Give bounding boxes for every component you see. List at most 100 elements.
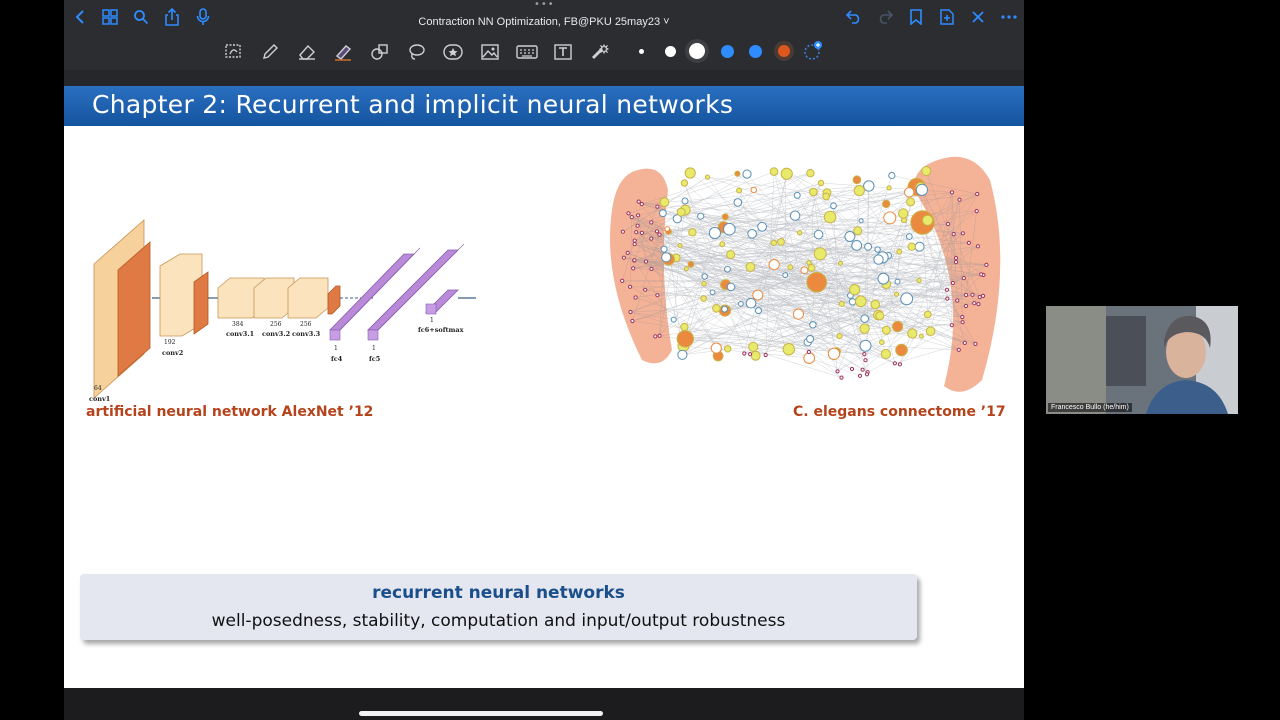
connectome-node — [852, 175, 862, 185]
connectome-edge — [750, 282, 953, 355]
connectome-edge — [755, 314, 879, 356]
connectome-edge — [645, 216, 701, 262]
connectome-node — [864, 372, 870, 377]
connectome-edge — [727, 269, 953, 284]
connectome-node — [724, 265, 731, 273]
connectome-node — [858, 218, 864, 224]
connectome-edge — [636, 231, 658, 233]
conv3-1-label: conv3.1 — [226, 330, 254, 338]
connectome-node — [628, 284, 633, 289]
connectome-edge — [664, 232, 693, 250]
connectome-node — [809, 187, 818, 197]
connectome-edge — [765, 182, 822, 356]
multitask-grip[interactable]: ••• — [534, 0, 555, 10]
lasso-icon[interactable] — [405, 40, 429, 64]
connectome-node — [870, 299, 881, 310]
connectome-node — [916, 277, 922, 284]
stroke-size-medium[interactable] — [665, 46, 676, 57]
connectome-node — [897, 362, 902, 367]
connectome-node — [853, 185, 865, 197]
sticker-icon[interactable] — [441, 40, 465, 64]
connectome-edge — [864, 185, 869, 319]
close-icon[interactable] — [968, 7, 988, 27]
connectome-edge — [795, 187, 921, 216]
connectome-node — [956, 347, 961, 352]
connectome-node — [629, 215, 634, 220]
laser-pointer-icon[interactable] — [588, 40, 612, 64]
connectome-node — [657, 232, 662, 237]
connectome-node — [862, 352, 867, 357]
connectome-node — [672, 214, 682, 224]
slide-page[interactable]: Chapter 2: Recurrent and implicit neural… — [64, 86, 1024, 688]
redo-icon[interactable] — [875, 7, 895, 27]
connectome-edge — [645, 231, 669, 262]
pen-icon[interactable] — [258, 40, 282, 64]
connectome-edge — [645, 246, 869, 290]
connectome-edge — [630, 311, 842, 378]
stroke-size-small[interactable] — [639, 49, 644, 54]
image-icon[interactable] — [478, 40, 502, 64]
connectome-node — [748, 341, 759, 352]
connectome-edge — [668, 259, 758, 296]
highlighter-icon[interactable] — [331, 40, 355, 64]
bookmark-icon[interactable] — [906, 7, 926, 27]
video-thumbnail[interactable]: Francesco Bullo (he/him) — [1046, 306, 1238, 414]
highlight-box: recurrent neural networks well-posedness… — [80, 574, 917, 640]
connectome-node — [921, 166, 932, 176]
color-blue-2[interactable] — [749, 45, 762, 58]
lasso-select-icon[interactable] — [222, 40, 246, 64]
connectome-edge — [813, 190, 860, 193]
color-orange[interactable] — [778, 45, 790, 57]
color-blue[interactable] — [721, 45, 734, 58]
document-title[interactable]: Contraction NN Optimization, FB@PKU 25ma… — [418, 16, 670, 28]
shapes-icon[interactable] — [368, 40, 392, 64]
stroke-size-large[interactable] — [689, 43, 705, 59]
connectome-edge — [953, 234, 980, 298]
connectome-edge — [867, 185, 869, 247]
connectome-node — [966, 240, 971, 246]
participant-name: Francesco Bullo (he/him) — [1048, 403, 1132, 412]
more-icon[interactable] — [999, 7, 1019, 27]
connectome-node — [877, 272, 890, 285]
connectome-edge — [919, 246, 976, 344]
connectome-edge — [856, 179, 958, 301]
add-color-icon[interactable] — [801, 39, 825, 63]
video-frame — [1046, 306, 1238, 414]
undo-icon[interactable] — [844, 7, 864, 27]
home-indicator[interactable] — [359, 711, 603, 716]
connectome-edge — [714, 232, 984, 276]
share-icon[interactable] — [162, 7, 182, 27]
connectome-node — [782, 272, 789, 278]
text-icon[interactable] — [551, 40, 575, 64]
connectome-node — [636, 213, 641, 218]
connectome-edge — [692, 232, 984, 276]
keyboard-icon[interactable] — [515, 40, 539, 64]
connectome-edge — [641, 185, 869, 205]
connectome-edge — [809, 236, 851, 340]
microphone-icon[interactable] — [193, 7, 213, 27]
back-icon[interactable] — [70, 7, 90, 27]
connectome-node — [875, 311, 885, 321]
connectome-node — [974, 209, 979, 214]
connectome-edge — [809, 301, 853, 359]
connectome-edge — [677, 173, 811, 219]
connectome-node — [905, 233, 913, 240]
connectome-edge — [753, 283, 887, 347]
connectome-edge — [681, 191, 814, 213]
connectome-node — [748, 352, 753, 357]
connectome-node — [895, 343, 908, 357]
connectome-node — [769, 167, 779, 176]
connectome-edge — [651, 268, 766, 356]
connectome-node — [697, 212, 705, 220]
connectome-node — [806, 260, 812, 266]
eraser-icon[interactable] — [295, 40, 319, 64]
connectome-node — [914, 241, 925, 252]
connectome-node — [626, 211, 631, 216]
connectome-edge — [739, 190, 920, 281]
connectome-node — [961, 276, 966, 281]
search-icon[interactable] — [131, 7, 151, 27]
add-page-icon[interactable] — [937, 7, 957, 27]
connectome-node — [922, 214, 934, 226]
connectome-edge — [673, 189, 754, 320]
grid-icon[interactable] — [100, 7, 120, 27]
